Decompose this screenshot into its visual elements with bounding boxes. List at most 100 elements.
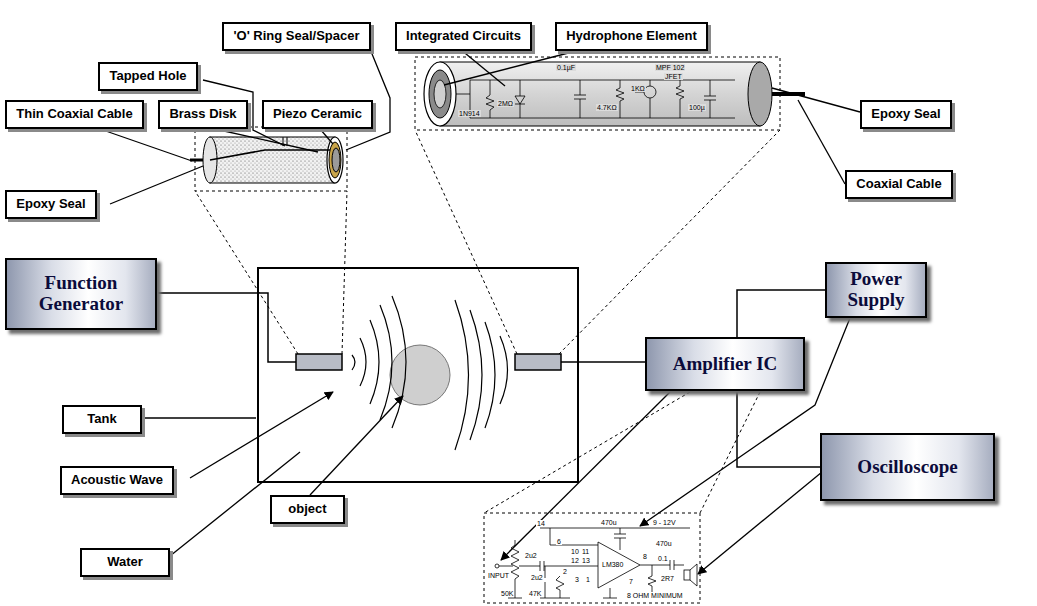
circuit-label: 100µ xyxy=(688,104,706,111)
hydrophone-detail xyxy=(424,62,805,126)
schematic-label: 14 xyxy=(536,520,546,527)
amplifier-schematic xyxy=(495,528,697,598)
callout-box: 'O' Ring Seal/Spacer xyxy=(222,22,371,51)
schematic-label: 47K xyxy=(528,590,542,597)
callout-box: Epoxy Seal xyxy=(5,190,97,219)
amplifier-schematic xyxy=(603,588,617,598)
transducer xyxy=(296,354,561,370)
box-label: Acoustic Wave xyxy=(71,472,163,487)
leader-line xyxy=(142,417,256,418)
amplifier-schematic xyxy=(640,560,684,570)
hydrophone-detail xyxy=(429,70,451,118)
acoustic-wave xyxy=(380,305,392,420)
power-wire xyxy=(737,391,820,467)
callout-box: Coaxial Cable xyxy=(845,170,953,199)
schematic-label: 1 xyxy=(585,576,591,583)
schematic-label: 470u xyxy=(600,519,618,526)
schematic-label: 6 xyxy=(556,538,562,545)
acoustic-wave xyxy=(352,296,508,450)
instrument-box: Oscilloscope xyxy=(820,433,995,501)
circuit-label: JFET xyxy=(664,73,683,80)
instrument-box: Power Supply xyxy=(825,262,927,318)
transducer xyxy=(296,354,342,370)
schematic-label: 9 - 12V xyxy=(652,519,677,526)
box-label: Integrated Circuits xyxy=(406,28,521,43)
box-label: Tapped Hole xyxy=(109,68,186,83)
instrument-box: Function Generator xyxy=(5,258,157,330)
box-label: 'O' Ring Seal/Spacer xyxy=(233,28,359,43)
amplifier-schematic xyxy=(690,564,697,586)
circuit-label: 1N914 xyxy=(458,110,481,117)
zoom-lines xyxy=(484,392,690,513)
amplifier-schematic xyxy=(519,561,598,571)
callout-box: object xyxy=(270,495,345,524)
schematic-label: 470u xyxy=(655,540,673,547)
circuit-label: 0.1µF xyxy=(556,64,576,71)
box-label: Hydrophone Element xyxy=(566,28,697,43)
signal-wire xyxy=(157,293,645,362)
transducer xyxy=(515,354,561,370)
drawing-part xyxy=(704,80,716,118)
zoom-lines xyxy=(195,57,780,603)
schematic-label: 50K xyxy=(500,590,514,597)
leader-line xyxy=(190,392,333,478)
leader-line xyxy=(698,472,822,574)
amplifier-schematic xyxy=(598,542,640,588)
transducer-detail xyxy=(332,148,340,172)
drawing-part xyxy=(515,80,525,118)
drawing-part xyxy=(574,80,586,118)
schematic-label: 8 xyxy=(642,553,648,560)
amplifier-schematic xyxy=(508,598,522,599)
leader-line xyxy=(772,88,860,112)
leader-line xyxy=(320,129,333,144)
schematic-label: INPUT xyxy=(487,572,510,579)
drawing-part xyxy=(635,80,650,118)
leader-line xyxy=(798,100,845,184)
callout-box: Acoustic Wave xyxy=(60,466,174,495)
transducer-detail xyxy=(190,137,343,183)
leader-line xyxy=(100,49,860,574)
box-label: Brass Disk xyxy=(169,106,236,121)
circuit-label: 2MΩ xyxy=(497,100,514,107)
object-sphere xyxy=(390,345,450,405)
zoom-lines xyxy=(195,127,347,191)
box-label: Tank xyxy=(87,411,116,426)
schematic-label: 8 OHM MINIMUM xyxy=(626,592,684,599)
zoom-lines xyxy=(559,130,780,354)
schematic-label: 7 xyxy=(628,578,634,585)
schematic-label: 2u2 xyxy=(524,552,538,559)
box-label: Water xyxy=(107,554,143,569)
amplifier-schematic xyxy=(510,566,513,567)
leader-line xyxy=(444,50,580,85)
leader-line xyxy=(170,452,300,556)
acoustic-wave xyxy=(392,296,406,428)
box-label: object xyxy=(288,501,326,516)
leader-line xyxy=(215,129,318,152)
drawing-part xyxy=(644,86,656,98)
circuit-label: MPF 102 xyxy=(655,64,685,71)
callout-box: Thin Coaxial Cable xyxy=(5,100,144,129)
callout-box: Hydrophone Element xyxy=(555,22,708,51)
callout-box: Tank xyxy=(62,405,142,434)
drawing-part xyxy=(676,80,684,118)
acoustic-wave xyxy=(485,322,495,428)
drawing-part xyxy=(456,80,735,118)
box-label: Amplifier IC xyxy=(673,354,778,375)
schematic-label: 12 xyxy=(570,557,580,564)
leader-line xyxy=(310,396,403,495)
box-label: Oscilloscope xyxy=(857,457,957,478)
signal-wire xyxy=(561,361,645,363)
schematic-label: LM380 xyxy=(601,561,624,568)
amplifier-schematic xyxy=(684,570,690,580)
circuit-label: 4.7KΩ xyxy=(596,104,618,111)
drawing-part xyxy=(456,80,735,118)
zoom-lines xyxy=(415,130,517,354)
acoustic-wave xyxy=(352,355,355,370)
zoom-lines xyxy=(700,392,760,513)
schematic-label: 10 xyxy=(570,548,580,555)
power-wire xyxy=(737,290,825,337)
object-sphere xyxy=(390,345,450,405)
drawing-part xyxy=(616,80,624,118)
